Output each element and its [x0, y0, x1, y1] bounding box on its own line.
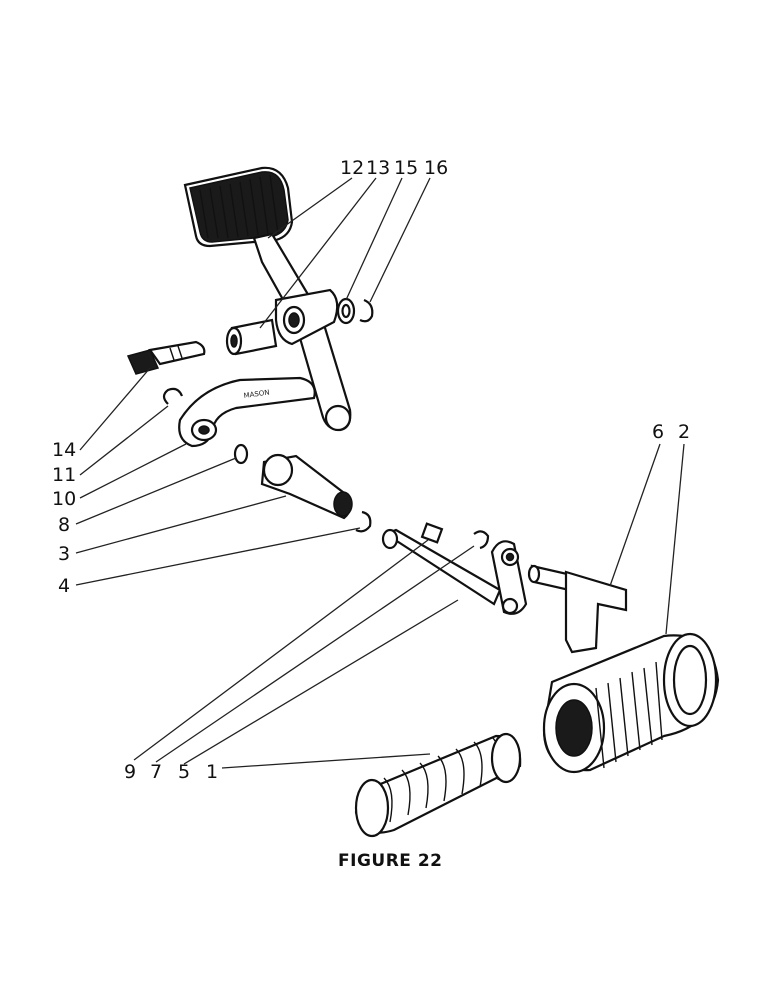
leader-14 — [79, 367, 151, 451]
callout-11: 11 — [52, 464, 76, 486]
pedal-arm — [252, 232, 352, 432]
callout-15: 15 — [394, 157, 418, 179]
leader-10 — [79, 443, 187, 499]
leader-11 — [79, 405, 169, 476]
leader-13 — [259, 177, 377, 329]
leader-lines — [75, 177, 685, 769]
leader-16 — [369, 177, 431, 303]
leader-7 — [155, 545, 475, 763]
callout-16: 16 — [424, 157, 448, 179]
leader-2 — [665, 443, 685, 635]
washer — [336, 297, 356, 325]
leader-6 — [609, 443, 661, 587]
pedal-marking: MASON — [243, 388, 270, 400]
callout-1: 1 — [206, 761, 218, 783]
callout-2: 2 — [678, 421, 690, 443]
callout-10: 10 — [52, 488, 76, 510]
callout-7: 7 — [150, 761, 162, 783]
leader-15 — [345, 177, 403, 301]
circlip-7 — [473, 530, 490, 550]
leader-4 — [75, 527, 361, 586]
leader-12 — [267, 177, 353, 239]
callout-12: 12 — [340, 157, 364, 179]
callout-3: 3 — [58, 543, 70, 565]
callout-8: 8 — [58, 514, 70, 536]
callout-5: 5 — [178, 761, 190, 783]
callout-14: 14 — [52, 439, 76, 461]
splined-sleeve — [542, 632, 720, 774]
circlip — [359, 298, 374, 323]
figure-caption: FIGURE 22 — [338, 851, 442, 871]
coil-spring — [354, 732, 522, 838]
pedal-pad — [183, 166, 294, 248]
leader-9 — [133, 539, 429, 761]
pedal-lever: MASON — [178, 376, 316, 448]
callout-6: 6 — [652, 421, 664, 443]
circlip-4 — [355, 510, 372, 533]
circlip-11 — [162, 387, 184, 405]
callout-13: 13 — [366, 157, 390, 179]
leader-5 — [183, 599, 459, 765]
callout-labels: 12 13 15 16 14 11 10 8 3 4 6 2 9 7 5 1 — [52, 157, 690, 783]
bush — [225, 318, 278, 356]
pivot-bolt — [126, 340, 206, 375]
leader-1 — [221, 753, 431, 769]
leader-8 — [75, 457, 237, 525]
woodruff-key — [420, 522, 444, 544]
callout-9: 9 — [124, 761, 136, 783]
pivot-shaft — [260, 453, 353, 520]
cross-shaft — [381, 528, 528, 615]
leader-3 — [75, 495, 287, 554]
callout-4: 4 — [58, 575, 70, 597]
o-ring — [233, 443, 249, 465]
selector-fork — [527, 564, 628, 654]
